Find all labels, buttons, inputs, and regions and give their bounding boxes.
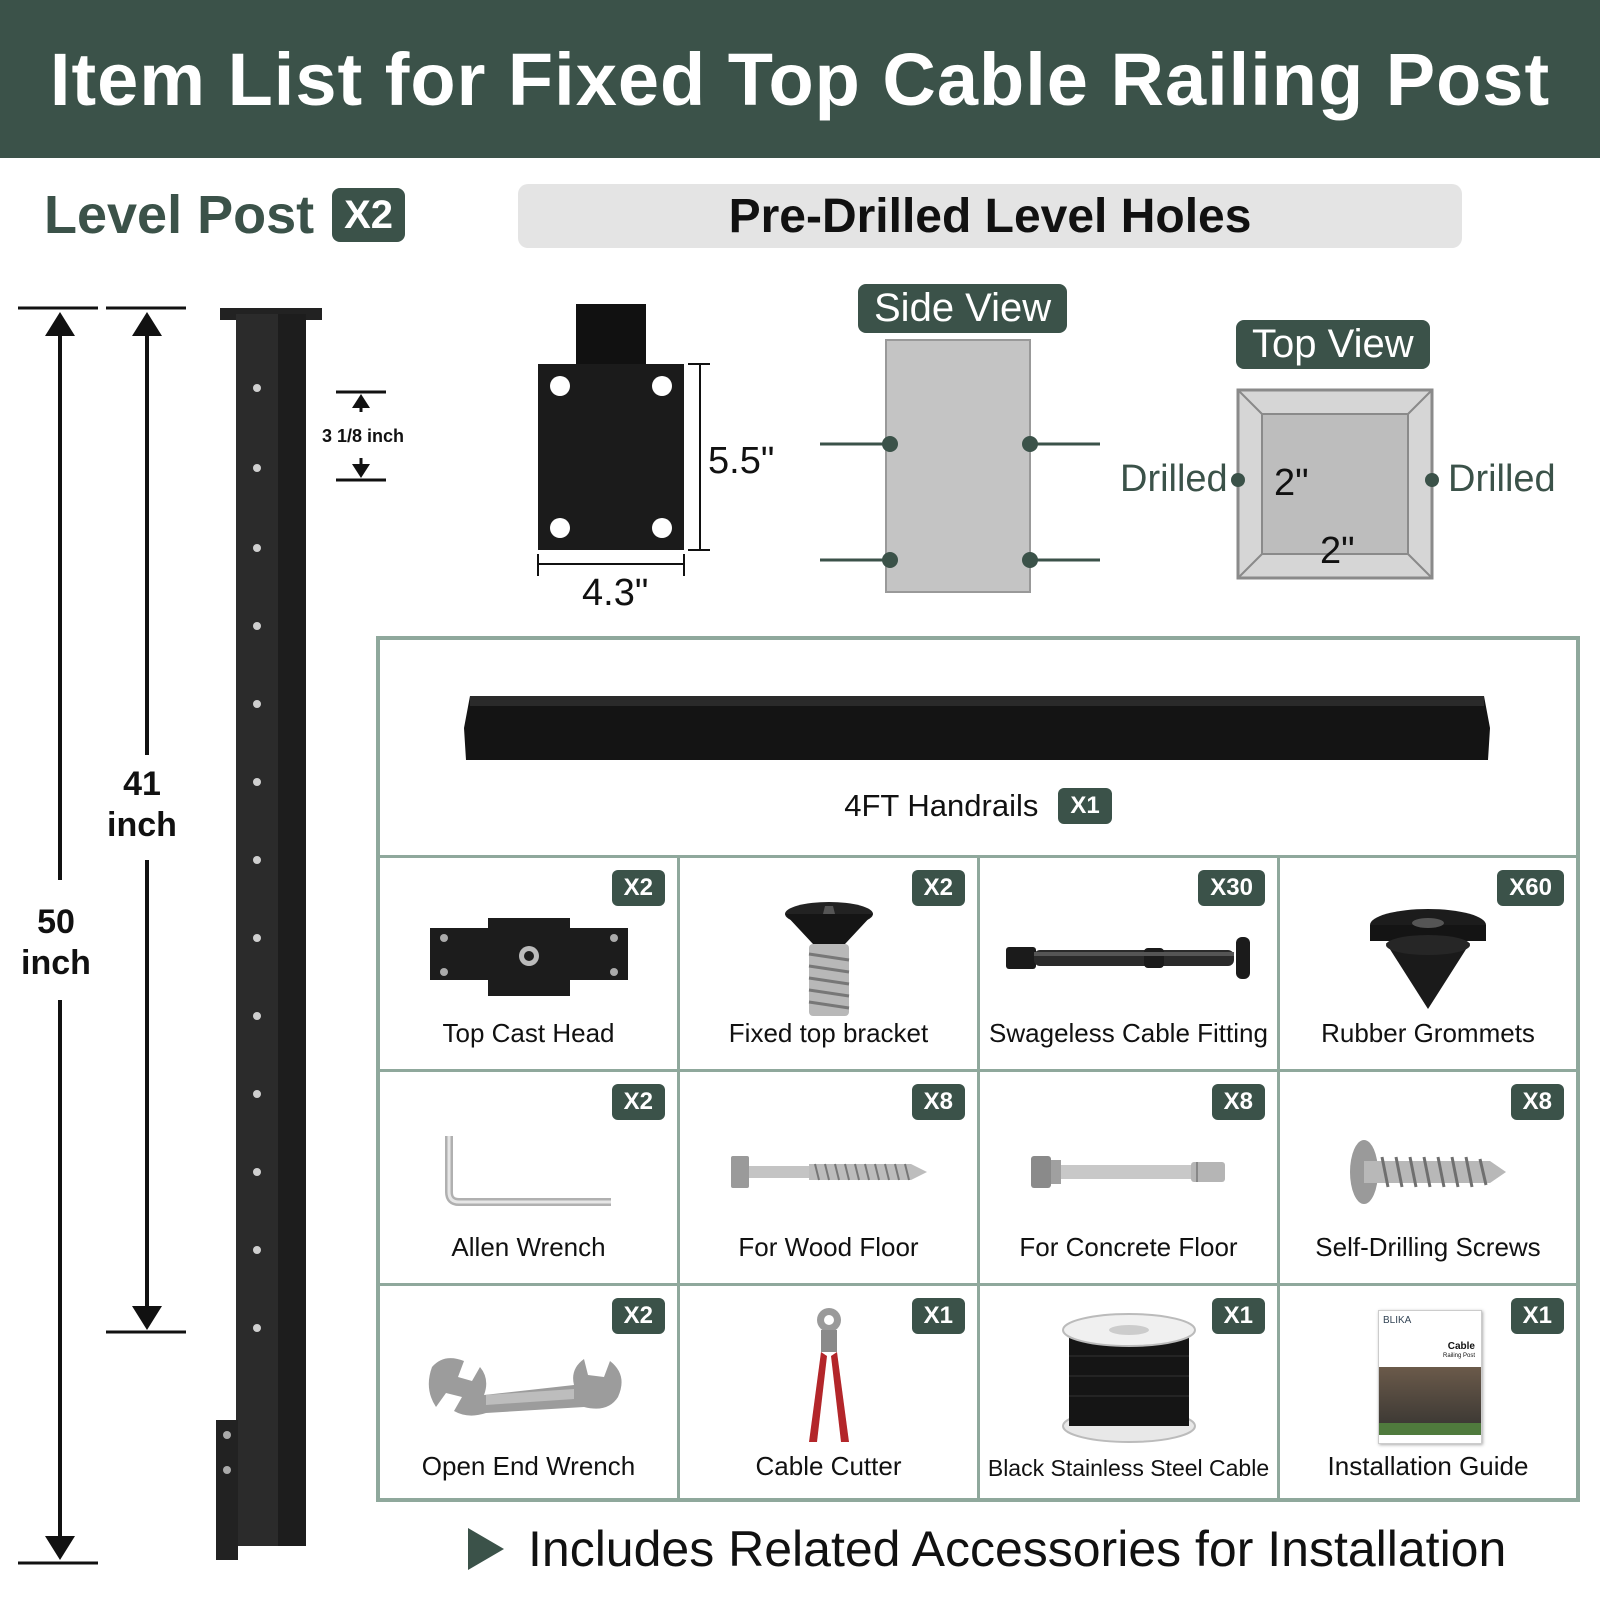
item-cell: X8 For Wood Floor: [680, 1072, 980, 1286]
items-grid: 4FT Handrails X1 X2 Top Cast Head X2 Fix…: [376, 636, 1580, 1502]
item-label: Fixed top bracket: [728, 1018, 929, 1048]
level-post-label: Level Post: [44, 185, 315, 245]
item-qty-badge: X8: [1211, 1084, 1265, 1120]
item-qty-badge: X2: [911, 870, 965, 906]
handrail-label: 4FT Handrails: [844, 788, 1039, 823]
handrail-cell: 4FT Handrails X1: [380, 640, 1576, 858]
item-qty-badge: X1: [1510, 1298, 1564, 1334]
item-label: Allen Wrench: [451, 1232, 606, 1262]
guide-brand: BLIKA: [1383, 1315, 1412, 1326]
item-cell: X1 Cable Cutter: [680, 1286, 980, 1502]
lag-screw-icon: [730, 1156, 927, 1188]
level-post-qty-badge: X2: [332, 188, 406, 242]
item-cell: X2 Open End Wrench: [380, 1286, 680, 1502]
item-cell: X30 Swageless Cable Fitting: [980, 858, 1280, 1072]
post-dimension-drawing: [18, 306, 386, 1565]
item-qty-badge: X60: [1497, 870, 1564, 906]
item-qty-badge: X2: [611, 870, 665, 906]
item-qty-badge: X8: [1510, 1084, 1564, 1120]
anchor-bolt-icon: [1030, 1156, 1225, 1188]
self-drilling-screw-icon: [1350, 1140, 1506, 1204]
item-label: Open End Wrench: [421, 1451, 636, 1481]
handrail-icon: [464, 696, 1490, 760]
bracket-screw-icon: [784, 902, 873, 1016]
top-view-dim-b: 2": [1320, 530, 1355, 572]
base-plate-drawing: [537, 304, 710, 576]
item-label: Black Stainless Steel Cable: [987, 1455, 1270, 1481]
side-view-drawing: [820, 339, 1100, 593]
item-cell: X2 Allen Wrench: [380, 1072, 680, 1286]
item-cell: X1 BLIKA Cable Railing Post Installation…: [1280, 1286, 1576, 1502]
footer: Includes Related Accessories for Install…: [466, 1520, 1506, 1578]
grommet-icon: [1370, 909, 1486, 1009]
top-cast-head-icon: [429, 918, 628, 996]
guide-title: Cable: [1447, 1341, 1475, 1352]
item-qty-badge: X2: [611, 1084, 665, 1120]
title-bar: Item List for Fixed Top Cable Railing Po…: [0, 0, 1600, 158]
item-cell: X2 Fixed top bracket: [680, 858, 980, 1072]
item-cell: X8 For Concrete Floor: [980, 1072, 1280, 1286]
handrail-caption: 4FT Handrails X1: [380, 788, 1576, 824]
hole-span-unit: inch: [107, 805, 177, 844]
item-cell: X2 Top Cast Head: [380, 858, 680, 1072]
total-height-value: 50: [37, 903, 75, 941]
side-view-label: Side View: [858, 284, 1068, 333]
item-label: Top Cast Head: [442, 1018, 615, 1048]
item-label: For Concrete Floor: [1019, 1232, 1238, 1262]
item-label: For Wood Floor: [738, 1232, 919, 1262]
top-view-drawing: [1236, 388, 1434, 580]
cable-spool-icon: [1061, 1313, 1196, 1443]
item-cell: X8 Self-Drilling Screws: [1280, 1072, 1576, 1286]
cable-fitting-icon: [1005, 937, 1250, 979]
footer-text: Includes Related Accessories for Install…: [528, 1521, 1507, 1577]
drilled-right-label: Drilled: [1448, 458, 1556, 500]
base-width-label: 4.3": [582, 572, 649, 614]
guide-cover-strip: [1379, 1423, 1481, 1435]
total-height-label: 50 inch: [14, 902, 98, 984]
drill-point-right: [1425, 473, 1439, 487]
hole-span-label: 41 inch: [100, 764, 184, 846]
item-qty-badge: X8: [911, 1084, 965, 1120]
cable-cutter-icon: [808, 1308, 849, 1442]
base-height-label: 5.5": [708, 440, 775, 482]
item-label: Installation Guide: [1327, 1451, 1529, 1481]
drill-point-left: [1231, 473, 1245, 487]
guide-subtitle: Railing Post: [1442, 1353, 1475, 1359]
total-height-unit: inch: [21, 943, 91, 982]
page-title: Item List for Fixed Top Cable Railing Po…: [49, 37, 1551, 121]
allen-wrench-icon: [444, 1136, 611, 1206]
drilled-left-label: Drilled: [1120, 458, 1228, 500]
item-qty-badge: X30: [1198, 870, 1265, 906]
item-label: Swageless Cable Fitting: [989, 1018, 1268, 1048]
item-cell: X60 Rubber Grommets: [1280, 858, 1576, 1072]
item-label: Rubber Grommets: [1321, 1018, 1535, 1048]
open-end-wrench-icon: [428, 1358, 622, 1416]
play-arrow-icon: [468, 1528, 504, 1570]
item-cell: X1 Black Stainless Steel Cable: [980, 1286, 1280, 1502]
guide-booklet-icon: BLIKA Cable Railing Post: [1378, 1310, 1482, 1444]
top-view-dim-a: 2": [1274, 462, 1309, 504]
item-label: Cable Cutter: [755, 1451, 902, 1481]
handrail-qty-badge: X1: [1058, 788, 1112, 824]
item-qty-badge: X1: [1211, 1298, 1265, 1334]
guide-cover-photo: [1379, 1367, 1481, 1423]
item-label: Self-Drilling Screws: [1315, 1232, 1541, 1262]
item-qty-badge: X2: [611, 1298, 665, 1334]
level-post-heading: Level Post X2: [44, 184, 406, 246]
hole-spacing-label: 3 1/8 inch: [322, 426, 405, 446]
top-view-label: Top View: [1236, 320, 1430, 369]
pre-drilled-banner: Pre-Drilled Level Holes: [518, 184, 1462, 248]
item-qty-badge: X1: [911, 1298, 965, 1334]
hole-span-value: 41: [123, 765, 161, 803]
